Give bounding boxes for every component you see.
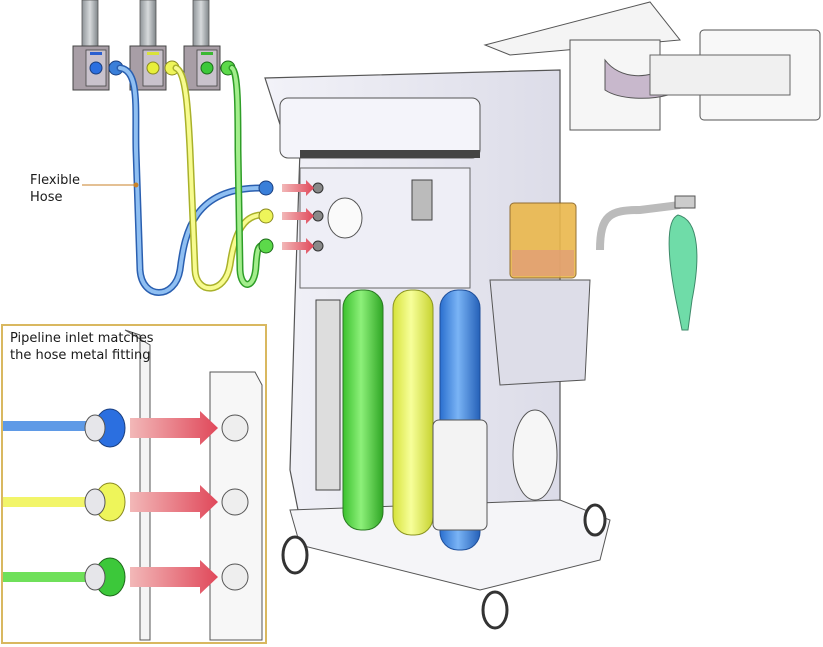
pipeline-inlet-inset — [1, 324, 267, 644]
breathing-bag — [668, 214, 698, 331]
nitrous-cylinder — [392, 289, 434, 536]
inset-air-connection — [3, 557, 249, 597]
flexible-hoses — [116, 64, 274, 296]
pipeline-inlet-caption: Pipeline inlet matches the hose metal fi… — [10, 331, 154, 363]
nitrous-hose — [172, 64, 266, 292]
anesthesia-machine — [264, 1, 821, 630]
reservoir-bag — [512, 409, 558, 501]
inset-oxygen-connection — [3, 408, 249, 448]
casters — [281, 503, 607, 630]
inset-nitrous-connection — [3, 482, 249, 522]
air-cylinder — [342, 289, 384, 531]
flexible-hose-label: Flexible Hose — [30, 173, 81, 205]
wall-gas-outlets — [72, 0, 236, 91]
